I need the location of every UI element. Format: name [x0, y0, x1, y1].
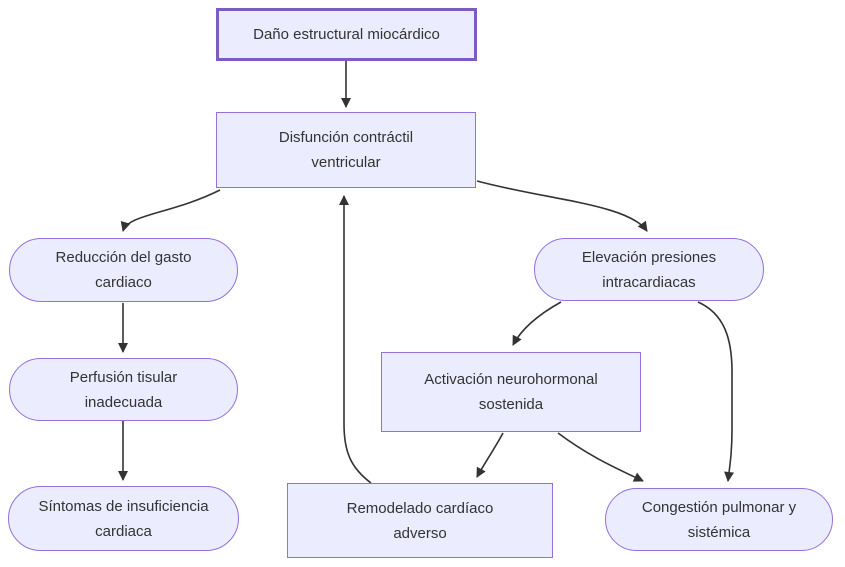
node-label-line: sostenida — [478, 396, 544, 413]
node-disfuncion-contractil-ventricular: Disfunción contráctil ventricular — [216, 112, 476, 188]
edge-disfuncion-to-reduccion — [120, 189, 221, 232]
edge-elevacion-to-activacion — [512, 301, 562, 346]
node-label-line: Remodelado cardíaco — [346, 499, 494, 517]
node-label-line: Elevación presiones — [581, 248, 717, 266]
node-congestion-pulmonar-sistemica: Congestión pulmonar y sistémica — [605, 488, 833, 551]
node-label-line: adverso — [393, 524, 447, 542]
node-label-line: Congestión pulmonar y — [641, 498, 797, 516]
node-label-line: Daño estructural miocárdico — [253, 26, 440, 43]
node-reduccion-gasto-cardiaco: Reducción del gasto cardiaco — [9, 238, 238, 302]
edge-elevacion-to-congestion — [697, 301, 735, 482]
node-label-line: Disfunción contráctil — [278, 129, 414, 146]
node-perfusion-tisular-inadecuada: Perfusión tisular inadecuada — [9, 358, 238, 421]
node-label-line: intracardiacas — [602, 273, 696, 291]
edge-disfuncion-to-elevacion — [476, 180, 648, 232]
edge-remodelado-to-disfuncion — [339, 195, 372, 484]
node-sintomas-insuficiencia-cardiaca: Síntomas de insuficiencia cardiaca — [8, 486, 239, 551]
node-label-line: ventricular — [311, 154, 381, 171]
node-label-line: cardiaca — [95, 522, 152, 540]
node-label-line: cardiaco — [95, 274, 152, 291]
node-label-line: Reducción del gasto — [55, 249, 192, 266]
edge-activacion-to-congestion — [557, 432, 644, 482]
node-label-line: sistémica — [687, 523, 751, 541]
node-label-line: Síntomas de insuficiencia — [38, 497, 209, 515]
node-label-line: Activación neurohormonal — [424, 371, 598, 388]
node-remodelado-cardiaco-adverso: Remodelado cardíaco adverso — [287, 483, 553, 558]
node-dano-estructural-miocardico: Daño estructural miocárdico — [216, 8, 477, 61]
node-elevacion-presiones-intracardiacas: Elevación presiones intracardiacas — [534, 238, 764, 301]
node-label-line: Perfusión tisular — [69, 368, 178, 386]
node-activacion-neurohormonal-sostenida: Activación neurohormonal sostenida — [381, 352, 641, 432]
node-label-line: inadecuada — [84, 393, 163, 411]
edge-activacion-to-remodelado — [476, 432, 504, 478]
